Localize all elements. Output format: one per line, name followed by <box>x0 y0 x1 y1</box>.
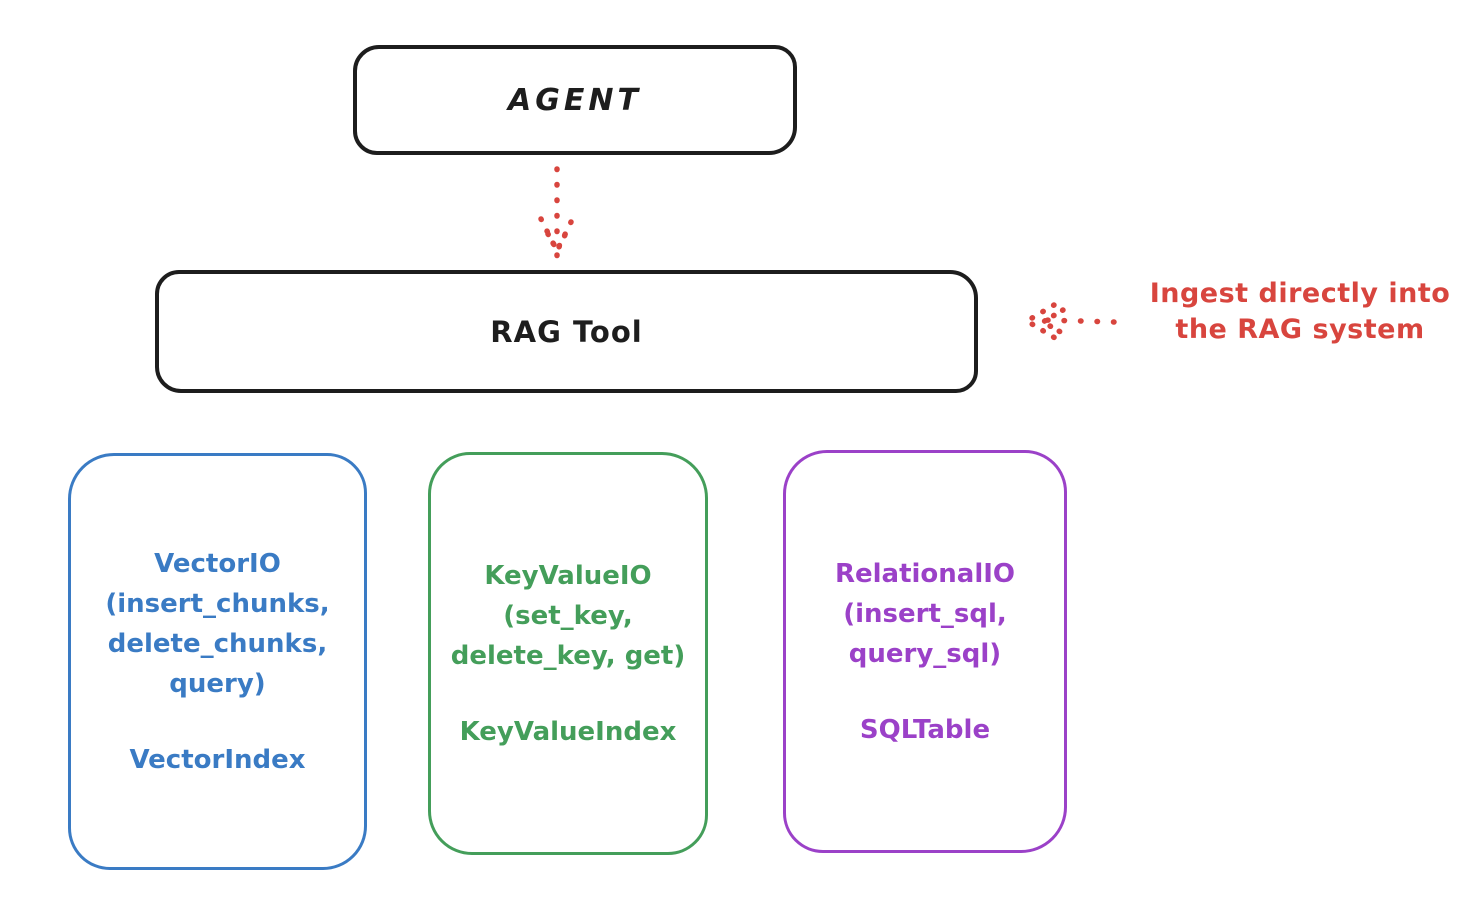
ingest-annotation-line1: Ingest directly into <box>1149 278 1451 309</box>
keyvalue-io-box: KeyValueIO (set_key, delete_key, get) Ke… <box>428 452 708 855</box>
rag-tool-box: RAG Tool <box>155 270 978 393</box>
agent-label: AGENT <box>508 82 642 118</box>
relational-io-box: RelationalIO (insert_sql, query_sql) SQL… <box>783 450 1067 853</box>
relational-io-title: RelationalIO <box>834 558 1016 589</box>
agent-to-rag-arrow <box>538 166 575 261</box>
keyvalue-io-method-line: delete_key, get) <box>450 640 686 671</box>
ingest-annotation: Ingest directly into the RAG system <box>1130 276 1470 348</box>
keyvalue-io-title: KeyValueIO <box>484 560 652 591</box>
vector-io-method-line: delete_chunks, <box>107 628 328 659</box>
ingest-arrow <box>1021 302 1117 341</box>
vector-io-title: VectorIO <box>154 548 281 579</box>
vector-io-method-line: query) <box>169 668 266 699</box>
ingest-annotation-line2: the RAG system <box>1175 314 1425 345</box>
keyvalue-index-label: KeyValueIndex <box>459 716 677 747</box>
keyvalue-io-method-line: (set_key, <box>503 600 633 631</box>
rag-tool-label: RAG Tool <box>490 314 643 349</box>
relational-io-method-line: query_sql) <box>848 638 1002 669</box>
vector-index-label: VectorIndex <box>129 744 306 775</box>
sql-table-label: SQLTable <box>859 714 991 745</box>
agent-box: AGENT <box>353 45 797 155</box>
vector-io-method-line: (insert_chunks, <box>105 588 330 619</box>
vector-io-box: VectorIO (insert_chunks, delete_chunks, … <box>68 453 367 870</box>
relational-io-method-line: (insert_sql, <box>843 598 1007 629</box>
